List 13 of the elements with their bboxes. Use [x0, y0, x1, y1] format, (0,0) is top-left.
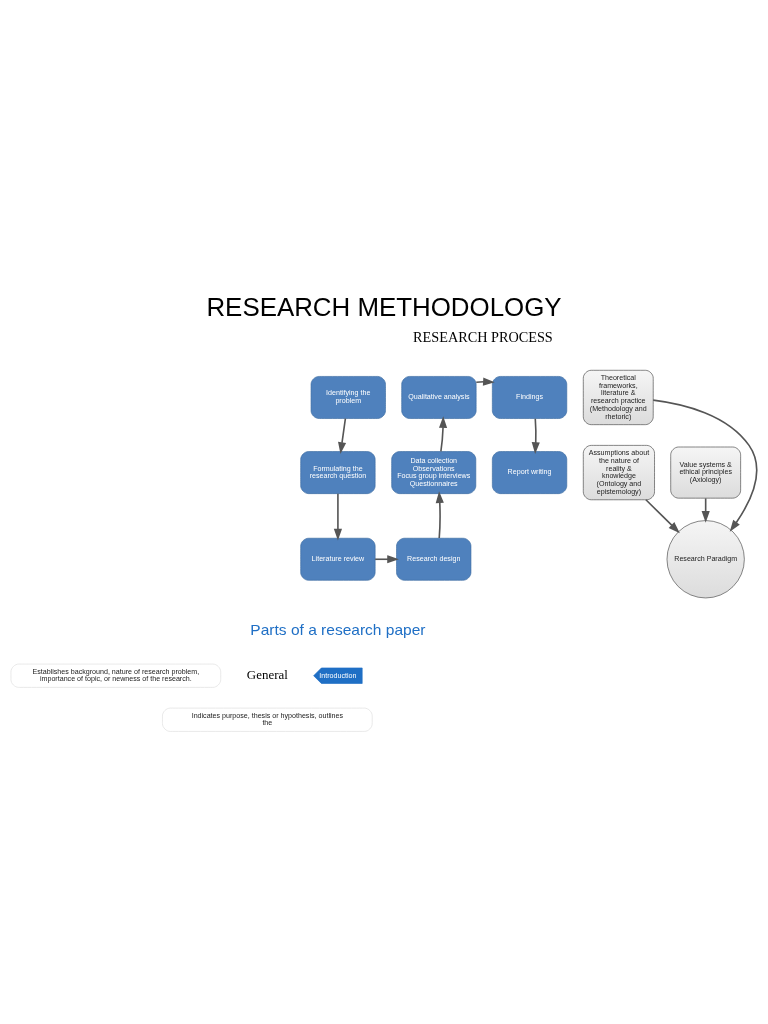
arrow [435, 491, 444, 539]
arrow [652, 399, 758, 532]
arrow [531, 417, 540, 454]
arrow [333, 492, 342, 541]
diagram-title: RESEARCH METHODOLOGY [206, 292, 562, 321]
arrow [645, 498, 680, 534]
arrow [438, 416, 448, 453]
label: Parts of a research paper [250, 621, 426, 639]
label: General [246, 666, 288, 682]
label: RESEARCH PROCESS [413, 328, 553, 345]
arrow [475, 377, 495, 386]
arrow [374, 555, 399, 564]
arrow [338, 417, 347, 454]
